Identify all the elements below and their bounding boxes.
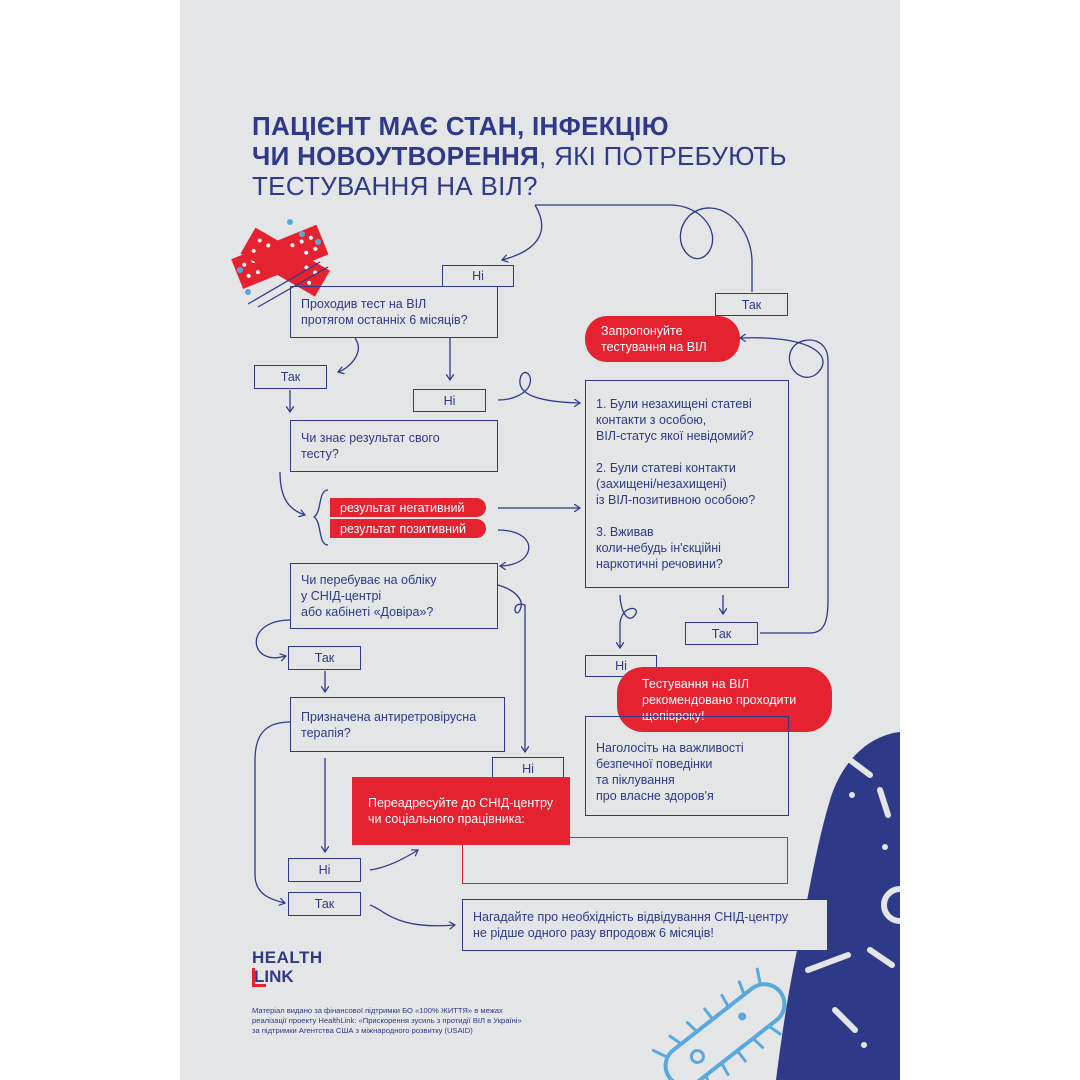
annual-testing-note: Тестування на ВІЛ рекомендовано проходит…: [617, 667, 832, 732]
title-line-2-bold: ЧИ НОВОУТВОРЕННЯ: [252, 141, 540, 171]
yes-label-2: Так: [254, 365, 327, 389]
virus-illustration: [651, 732, 900, 1080]
no-label-2: Ні: [413, 389, 486, 412]
remind-visits-box: Нагадайте про необхідність відвідування …: [462, 899, 828, 951]
healthlink-logo: HEALTH LINK: [252, 948, 323, 987]
yes-label-risk: Так: [685, 622, 758, 645]
title-line-2: ЧИ НОВОУТВОРЕННЯ, ЯКІ ПОТРЕБУЮТЬ: [252, 142, 787, 170]
logo-line-2: LINK: [252, 967, 323, 987]
logo-mark-underline: [252, 984, 266, 987]
redirect-input-field[interactable]: [462, 837, 788, 884]
poster: ПАЦІЄНТ МАЄ СТАН, ІНФЕКЦІЮ ЧИ НОВОУТВОРЕ…: [180, 0, 900, 1080]
result-negative: результат негативний: [330, 498, 486, 517]
question-tested-6-months: Проходив тест на ВІЛ протягом останніх 6…: [290, 286, 498, 338]
title-line-2-rest: , ЯКІ ПОТРЕБУЮТЬ: [539, 141, 787, 171]
question-risk-factors: 1. Були незахищені статеві контакти з ос…: [585, 380, 789, 588]
question-knows-result: Чи знає результат свого тесту?: [290, 420, 498, 472]
no-label-1: Ні: [442, 265, 514, 287]
redirect-box: Переадресуйте до СНІД-центру чи соціальн…: [352, 777, 570, 845]
title-line-1: ПАЦІЄНТ МАЄ СТАН, ІНФЕКЦІЮ: [252, 111, 669, 141]
logo-mark-icon: [252, 968, 255, 985]
yes-label-art: Так: [288, 892, 361, 916]
question-art-prescribed: Призначена антиретровірусна терапія?: [290, 697, 505, 752]
logo-line-2-text: LINK: [254, 967, 294, 986]
bandage-icon: [231, 219, 330, 308]
question-registered: Чи перебуває на обліку у СНІД-центрі або…: [290, 563, 498, 629]
title-line-3: ТЕСТУВАННЯ НА ВІЛ?: [252, 171, 538, 201]
result-positive: результат позитивний: [330, 519, 486, 538]
offer-testing: Запропонуйте тестування на ВІЛ: [585, 316, 740, 362]
yes-label-3: Так: [288, 646, 361, 670]
logo-line-1: HEALTH: [252, 948, 323, 967]
footer-text: Матеріал видано за фінансової підтримки …: [252, 1006, 522, 1035]
yes-label-top-right: Так: [715, 293, 788, 316]
no-label-art: Ні: [288, 858, 361, 882]
safe-behavior-box: Наголосіть на важливості безпечної повед…: [585, 716, 789, 816]
